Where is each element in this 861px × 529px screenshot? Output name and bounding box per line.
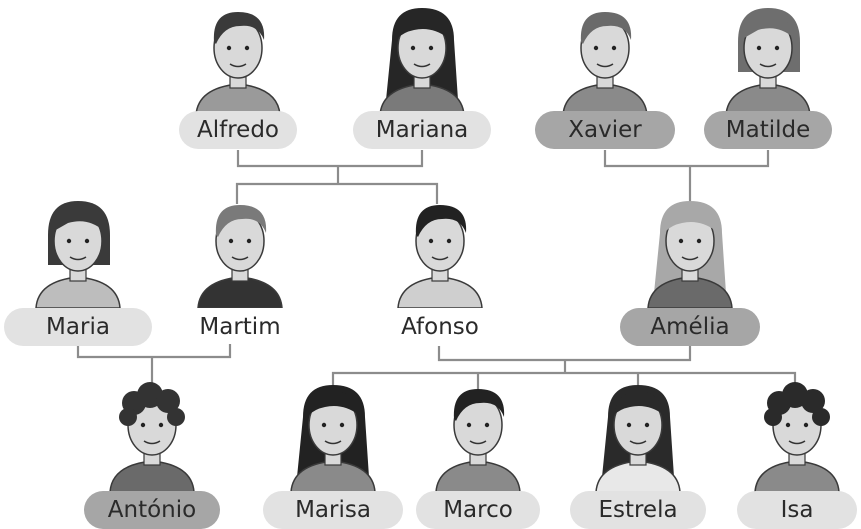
person-portrait xyxy=(562,12,648,115)
person-portrait xyxy=(379,8,465,115)
name-tag-afonso: Afonso xyxy=(401,314,479,340)
name-tag-matilde: Matilde xyxy=(704,111,832,149)
person-portrait xyxy=(435,389,521,492)
name-tag-xavier: Xavier xyxy=(535,111,675,149)
person-portrait xyxy=(197,205,283,308)
name-tag-maria: Maria xyxy=(4,308,152,346)
person-portrait xyxy=(109,382,195,492)
person-portrait xyxy=(195,12,281,115)
name-tag-amelia: Amélia xyxy=(620,308,760,346)
person-portrait xyxy=(397,205,483,308)
person-portrait xyxy=(754,382,840,492)
name-tag-antonio: António xyxy=(84,491,220,529)
name-tag-alfredo: Alfredo xyxy=(179,111,297,149)
person-portrait xyxy=(35,201,121,308)
person-portrait xyxy=(290,385,376,492)
name-tag-isa: Isa xyxy=(737,491,857,529)
name-tag-estrela: Estrela xyxy=(570,491,706,529)
person-portrait xyxy=(725,8,811,115)
name-tag-mariana: Mariana xyxy=(353,111,491,149)
name-tag-marisa: Marisa xyxy=(263,491,403,529)
person-portrait xyxy=(647,201,733,308)
person-portrait xyxy=(595,385,681,492)
name-tag-martim: Martim xyxy=(199,314,281,340)
name-tag-marco: Marco xyxy=(416,491,540,529)
